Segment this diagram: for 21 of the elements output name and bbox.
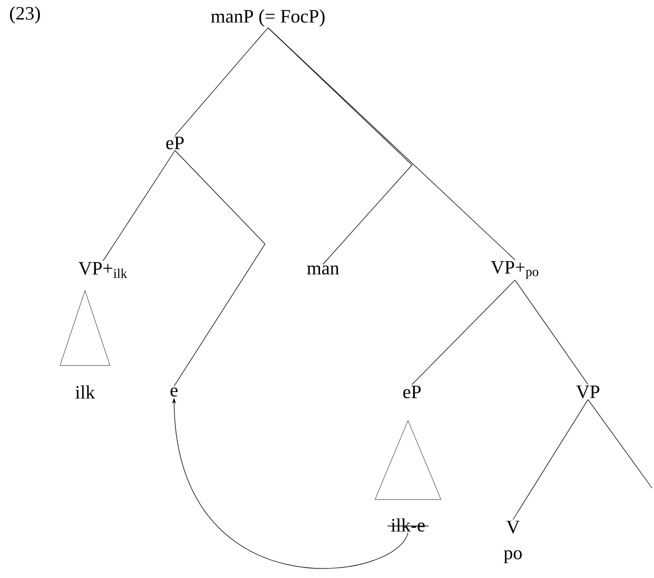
branch-line xyxy=(102,150,176,262)
tree-label: VP+$_{po}$ xyxy=(490,261,538,279)
tree-label: eP xyxy=(403,386,421,398)
example-number: (23) xyxy=(10,6,40,24)
triangle-symbol xyxy=(60,290,110,366)
tree-label: VP xyxy=(576,386,600,398)
tree-label: VP+$_{ilk}$ xyxy=(78,262,128,278)
branch-line xyxy=(512,399,588,520)
branch-line xyxy=(174,150,266,387)
tree-label: V po xyxy=(504,520,522,564)
branch-line xyxy=(268,27,516,260)
tree-label: e xyxy=(170,387,178,397)
branch-line xyxy=(174,27,268,136)
branch-line xyxy=(514,280,588,385)
tree-label: man xyxy=(307,265,340,275)
tree-label: ilk xyxy=(75,385,95,399)
tree-label: manP (= FocP) xyxy=(211,9,325,27)
triangle-symbol xyxy=(374,420,442,500)
branch-line xyxy=(412,280,516,385)
branch-line xyxy=(588,399,652,488)
tree-label: eP xyxy=(166,136,184,150)
